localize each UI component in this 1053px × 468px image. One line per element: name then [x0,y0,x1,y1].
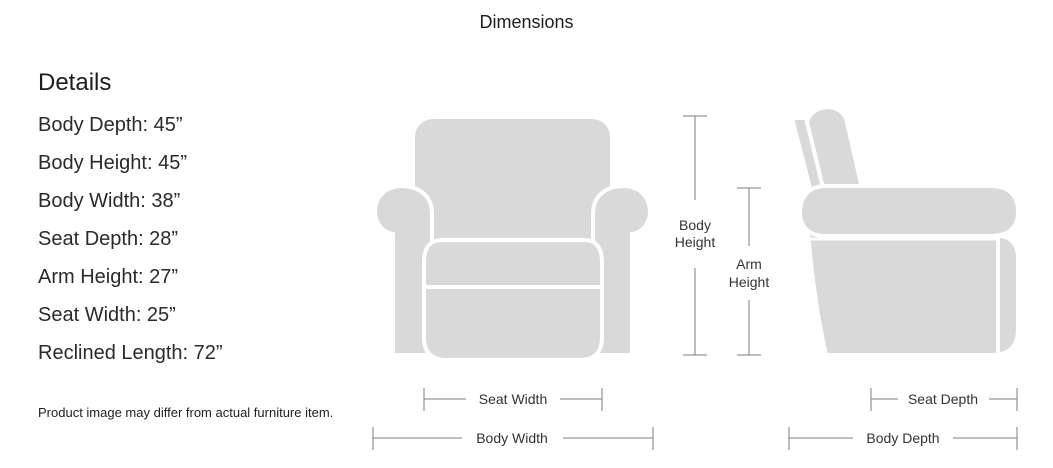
details-panel: Details Body Depth: 45” Body Height: 45”… [38,68,223,372]
spec-reclined-length: Reclined Length: 72” [38,342,223,364]
spec-body-depth: Body Depth: 45” [38,114,183,136]
side-arm [797,184,1021,238]
body-depth-label: Body Depth [866,430,939,446]
front-right-arm [591,183,652,357]
spec-arm-height: Arm Height: 27” [38,266,179,288]
body-width-label: Body Width [476,430,548,446]
seat-depth-label: Seat Depth [908,391,978,407]
chair-front-view-icon [373,115,652,362]
chair-side-view-icon [789,105,1021,357]
details-heading: Details [38,69,112,96]
spec-seat-depth: Seat Depth: 28” [38,228,179,250]
arm-height-label-line2: Height [729,274,770,290]
dimension-labels: Body Height Arm Height Seat Width Body W… [476,217,978,446]
spec-seat-width: Seat Width: 25” [38,304,176,326]
dimension-lines [372,115,1018,450]
arm-height-label-line1: Arm [736,256,762,272]
seat-width-label: Seat Width [479,391,547,407]
disclaimer-text: Product image may differ from actual fur… [38,405,334,420]
spec-body-width: Body Width: 38” [38,190,181,212]
spec-list: Body Depth: 45” Body Height: 45” Body Wi… [38,106,223,372]
page-title: Dimensions [479,12,574,32]
spec-body-height: Body Height: 45” [38,152,187,174]
body-height-label-line2: Height [675,234,716,250]
front-left-arm [373,183,434,357]
body-height-label-line1: Body [679,217,711,233]
front-seat-cushion [422,238,604,362]
side-footrest [996,233,1020,357]
side-body [805,230,1002,357]
